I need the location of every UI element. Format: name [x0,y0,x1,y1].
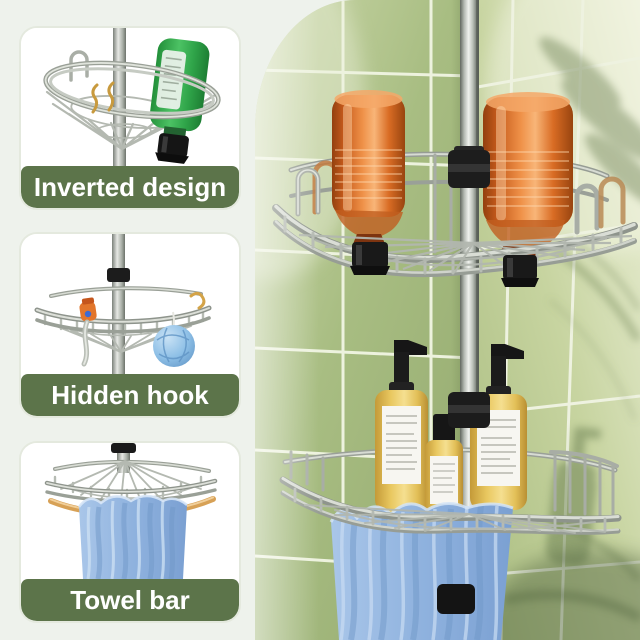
feature-card-towel-bar: Towel bar [19,441,241,623]
bottle-caps [350,242,539,287]
hero-shower-scene [255,0,640,640]
inverted-basket-illustration [43,28,221,166]
towel-bar-illustration [44,443,218,579]
hidden-hook-photo [21,234,239,374]
inverted-basket-photo [21,28,239,166]
blue-loofah [153,311,195,367]
amber-shampoo-bottle-left [332,90,405,244]
basket-rim [43,60,221,120]
corner-basket [34,286,212,353]
towel-bar-photo [21,443,239,579]
yellow-pump-bottle-right [470,344,527,510]
blue-towel [77,494,188,579]
razor-on-hidden-hook [79,297,97,367]
pole-clamp [111,443,136,453]
green-shampoo-bottle-inverted [149,38,210,164]
feature-card-column: Inverted design [19,26,241,640]
pole-clamp [107,268,130,282]
feature-card-hidden-hook: Hidden hook [19,232,241,418]
yellow-pump-bottle-left [375,340,428,512]
lower-corner-basket [279,340,622,640]
feature-card-inverted-design: Inverted design [19,26,241,210]
corner-basket [44,459,218,503]
pole-clamp-lower [437,392,490,614]
pole-clamp-top [448,146,490,188]
gold-s-hooks [91,81,115,114]
edge-light [255,0,319,640]
gold-hook [189,291,206,310]
hidden-hook-illustration [34,234,212,374]
feature-label-hidden-hook: Hidden hook [21,374,239,416]
tension-pole [107,234,130,374]
shower-caddy-scene [255,0,640,640]
amber-shampoo-bottle-right [483,92,573,256]
feature-label-towel-bar: Towel bar [21,579,239,621]
wall-shadows [480,37,640,640]
feature-label-inverted-design: Inverted design [21,166,239,208]
